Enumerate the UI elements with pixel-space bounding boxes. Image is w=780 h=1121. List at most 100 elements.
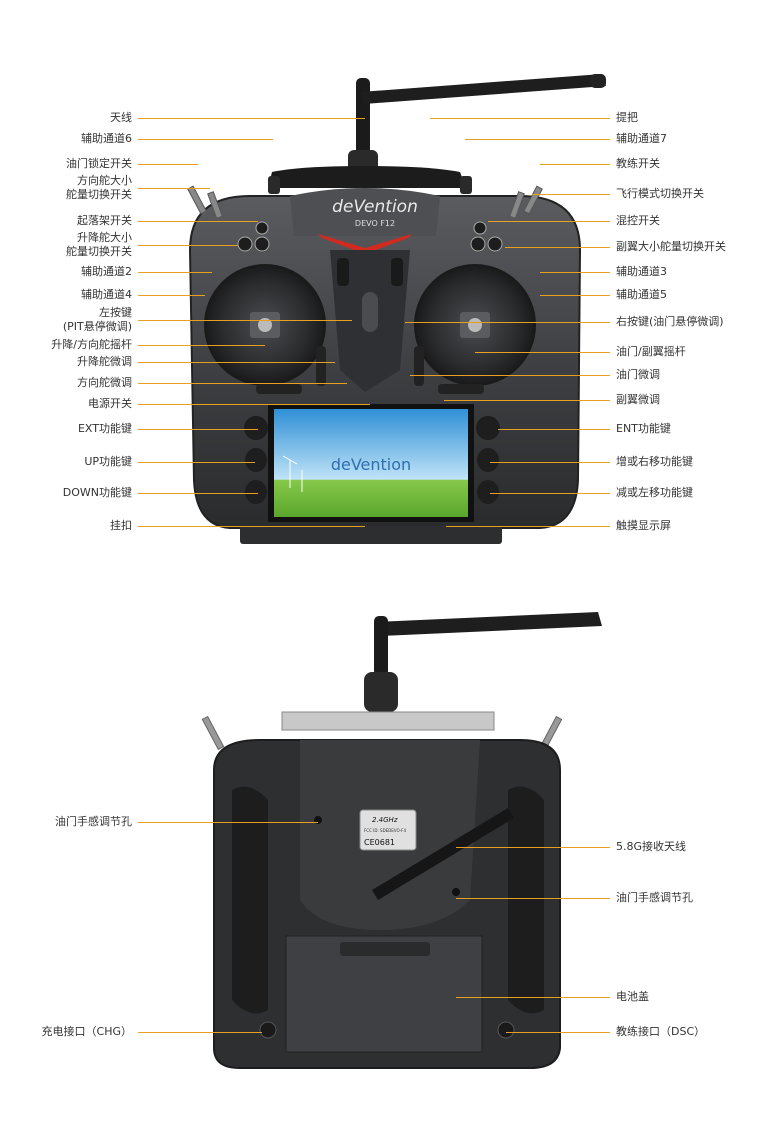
front-left-leader-line (138, 404, 370, 405)
back-right-leader-line (456, 847, 610, 848)
back-ce-mark: CE0681 (364, 838, 395, 847)
front-right-leader-line (488, 221, 610, 222)
back-right-label-3: 教练接口（DSC） (616, 1025, 705, 1039)
back-right-label-2: 电池盖 (616, 990, 649, 1004)
front-left-label-text: 方向舵大小 (77, 174, 132, 187)
front-left-leader-line (138, 362, 335, 363)
front-right-leader-line (490, 462, 610, 463)
front-left-label-2: 油门锁定开关 (66, 157, 132, 171)
front-left-label-text: 方向舵微调 (77, 376, 132, 389)
front-left-label-8: 左按键(PIT悬停微调) (63, 306, 132, 334)
front-right-label-8: 右按键(油门悬停微调) (616, 315, 724, 329)
front-left-label-text: 辅助通道2 (81, 265, 132, 278)
front-right-label-10: 油门微调 (616, 368, 660, 382)
back-right-leader-line (456, 997, 610, 998)
front-left-label-7: 辅助通道4 (81, 288, 132, 302)
front-left-label-9: 升降/方向舵摇杆 (51, 338, 132, 352)
front-left-label-text: UP功能键 (84, 455, 132, 468)
back-right-label-text: 教练接口（DSC） (616, 1025, 706, 1038)
battery-cover (285, 935, 483, 1053)
carry-handle (268, 166, 466, 188)
front-right-label-9: 油门/副翼摇杆 (616, 345, 686, 359)
touch-screen (274, 409, 468, 517)
front-right-label-12: ENT功能键 (616, 422, 671, 436)
front-right-label-text: 辅助通道3 (616, 265, 667, 278)
front-left-label-text: DOWN功能键 (62, 486, 132, 499)
front-left-label-text: 挂扣 (110, 519, 132, 532)
front-right-leader-line (410, 375, 610, 376)
front-right-label-11: 副翼微调 (616, 393, 660, 407)
front-transmitter: deVention DEVO F12 deVention (187, 74, 606, 544)
front-left-label-text: 左按键 (99, 306, 132, 319)
front-left-label-11: 方向舵微调 (77, 376, 132, 390)
front-left-label-4: 起落架开关 (77, 214, 132, 228)
back-left-label-0: 油门手感调节孔 (55, 815, 132, 829)
front-left-label-0: 天线 (110, 111, 132, 125)
front-right-label-4: 混控开关 (616, 214, 660, 228)
front-left-label-13: EXT功能键 (78, 422, 132, 436)
back-left-leader-line (138, 1032, 262, 1033)
front-right-label-text: 混控开关 (616, 214, 660, 227)
front-right-leader-line (540, 295, 610, 296)
front-left-leader-line (138, 462, 255, 463)
front-left-label-16: 挂扣 (110, 519, 132, 533)
front-right-label-0: 提把 (616, 111, 638, 125)
front-left-leader-line (138, 221, 258, 222)
front-right-label-text: 提把 (616, 111, 638, 124)
back-right-label-text: 5.8G接收天线 (616, 840, 687, 853)
back-right-label-1: 油门手感调节孔 (616, 891, 693, 905)
antenna-blade (360, 74, 606, 104)
front-left-leader-line (138, 245, 238, 246)
front-left-leader-line (138, 118, 365, 119)
front-right-label-text: 副翼大小舵量切换开关 (616, 240, 726, 253)
back-right-label-text: 电池盖 (616, 990, 649, 1003)
front-left-label-12: 电源开关 (88, 397, 132, 411)
front-right-leader-line (540, 272, 610, 273)
screen-logo: deVention (331, 455, 411, 474)
front-right-leader-line (446, 526, 610, 527)
front-left-label-text: 天线 (110, 111, 132, 124)
front-right-leader-line (444, 400, 610, 401)
front-left-leader-line (138, 526, 365, 527)
front-right-label-15: 触摸显示屏 (616, 519, 671, 533)
front-brand-logo: deVention (332, 197, 418, 217)
front-right-label-text: 减或左移功能键 (616, 486, 693, 499)
front-right-label-text: 右按键(油门悬停微调) (616, 315, 724, 328)
front-left-label-text: EXT功能键 (77, 422, 132, 435)
front-right-leader-line (498, 429, 610, 430)
front-right-leader-line (505, 247, 610, 248)
front-left-label-text: 起落架开关 (77, 214, 132, 227)
front-right-label-text: 油门微调 (616, 368, 660, 381)
front-right-label-14: 减或左移功能键 (616, 486, 693, 500)
front-left-label-10: 升降舵微调 (77, 355, 132, 369)
front-left-leader-line (138, 164, 198, 165)
front-left-leader-line (138, 188, 210, 189)
front-right-label-2: 教练开关 (616, 157, 660, 171)
front-right-leader-line (540, 164, 610, 165)
front-right-label-text: 飞行模式切换开关 (616, 187, 704, 200)
front-right-label-1: 辅助通道7 (616, 132, 667, 146)
front-left-leader-line (138, 272, 212, 273)
front-model-label: DEVO F12 (355, 219, 395, 228)
front-left-label-text: 舵量切换开关 (66, 245, 132, 258)
front-right-label-text: 增或右移功能键 (616, 455, 693, 468)
back-fcc-label: FCC ID: SDEDEVO-F4 (364, 828, 406, 833)
front-right-label-7: 辅助通道5 (616, 288, 667, 302)
back-right-leader-line (506, 1032, 610, 1033)
front-right-leader-line (430, 118, 610, 119)
back-left-label-1: 充电接口（CHG） (42, 1025, 132, 1039)
front-right-leader-line (532, 194, 610, 195)
back-left-leader-line (138, 822, 318, 823)
front-right-label-13: 增或右移功能键 (616, 455, 693, 469)
front-left-label-text: 辅助通道4 (81, 288, 132, 301)
back-24ghz-label: 2.4GHz (372, 816, 398, 824)
front-right-leader-line (475, 352, 610, 353)
back-right-label-text: 油门手感调节孔 (616, 891, 693, 904)
front-left-leader-line (138, 493, 258, 494)
back-left-label-text: 充电接口（CHG） (41, 1025, 132, 1038)
front-right-label-text: ENT功能键 (616, 422, 671, 435)
front-right-label-text: 副翼微调 (616, 393, 660, 406)
front-right-leader-line (465, 139, 610, 140)
front-left-label-1: 辅助通道6 (81, 132, 132, 146)
